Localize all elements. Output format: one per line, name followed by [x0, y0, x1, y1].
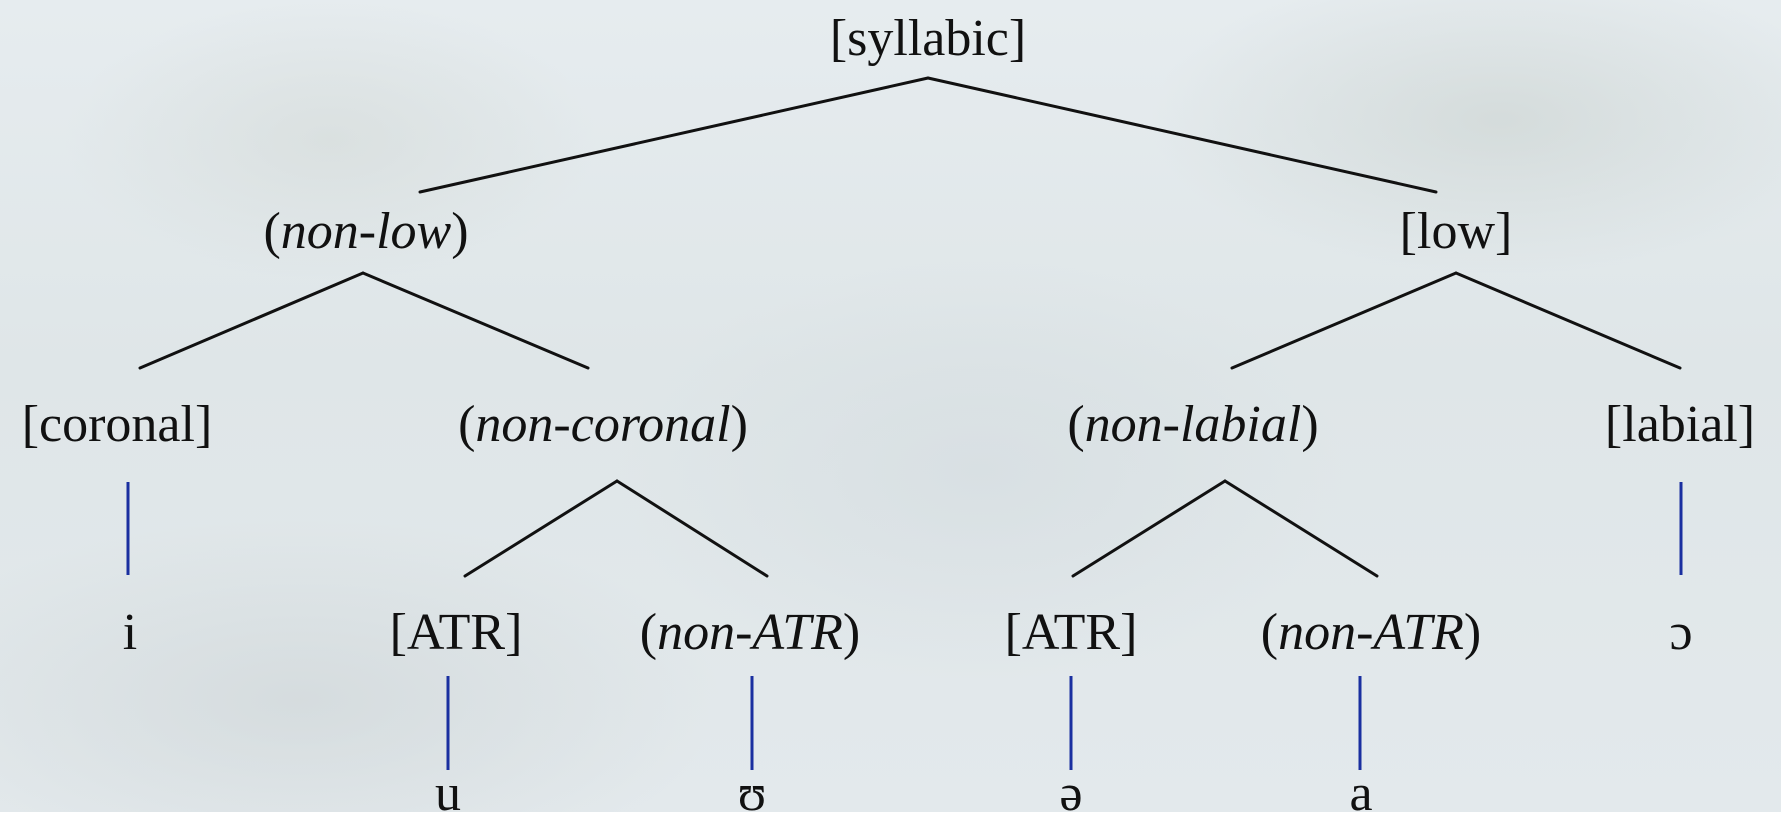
node-non-atr-1-label: non-ATR	[657, 604, 843, 661]
node-syllabic: [syllabic]	[829, 10, 1027, 67]
segment-schwa: ə	[1059, 765, 1083, 822]
node-non-low-label: non-low	[280, 203, 452, 260]
node-non-coronal-label: non-coronal	[475, 396, 731, 453]
segment-a: a	[1349, 765, 1373, 822]
node-coronal: [coronal]	[21, 396, 213, 453]
node-atr-1: [ATR]	[389, 604, 523, 661]
branch-non-labial-non-atr	[1223, 479, 1379, 578]
branch-lines	[138, 76, 1682, 578]
paren-close: )	[451, 203, 469, 260]
paren-close: )	[730, 396, 748, 453]
segment-upsilon: ʊ	[737, 765, 767, 822]
segment-u: u	[435, 765, 461, 822]
branch-low-labial	[1454, 271, 1682, 370]
branch-non-coronal-non-atr	[615, 479, 769, 578]
segment-open-o: ɔ	[1669, 604, 1693, 661]
node-labial: [labial]	[1604, 396, 1756, 453]
paren-open: (	[1067, 396, 1085, 453]
paren-open: (	[1260, 604, 1279, 661]
node-non-low: (non-low)	[263, 206, 468, 258]
branch-non-coronal-atr	[463, 479, 619, 578]
node-non-atr-2-label: non-ATR	[1278, 604, 1464, 661]
terminal-links	[126, 482, 1683, 770]
segment-i: i	[122, 604, 138, 661]
node-non-labial-label: non-labial	[1084, 396, 1302, 453]
paren-close: )	[1301, 396, 1319, 453]
branch-low-non-labial	[1230, 271, 1458, 370]
node-non-atr-2: (non-ATR)	[1261, 607, 1482, 659]
paren-close: )	[842, 604, 861, 661]
node-non-atr-1: (non-ATR)	[640, 607, 861, 659]
paren-open: (	[639, 604, 658, 661]
branch-non-low-non-coronal	[361, 271, 590, 370]
paren-open: (	[458, 396, 476, 453]
branch-syllabic-non-low	[418, 76, 930, 194]
node-non-coronal: (non-coronal)	[458, 399, 748, 451]
branch-syllabic-low	[926, 76, 1438, 194]
branch-non-low-coronal	[138, 271, 365, 370]
paren-close: )	[1463, 604, 1482, 661]
node-low: [low]	[1399, 203, 1513, 260]
node-atr-2: [ATR]	[1004, 604, 1138, 661]
branch-non-labial-atr	[1071, 479, 1227, 578]
node-non-labial: (non-labial)	[1067, 399, 1318, 451]
paren-open: (	[263, 203, 281, 260]
